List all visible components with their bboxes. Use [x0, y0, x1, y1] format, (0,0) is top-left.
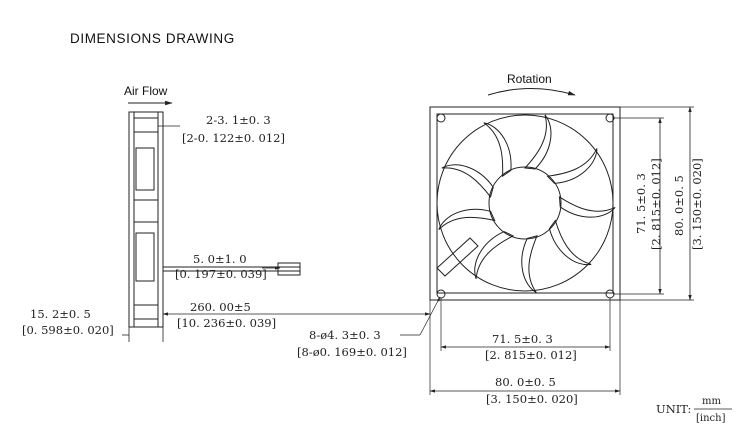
lead-length-inch: [10. 236±0. 039] — [177, 316, 276, 330]
frame-height-mm: 80. 0±0. 5 — [672, 175, 686, 236]
hole-spacing-h-inch: [2. 815±0. 012] — [485, 348, 577, 362]
hole-spacing-v-dim: 71. 5±0. 3 [2. 815±0. 012] — [613, 117, 664, 295]
mount-holes-inch: [8-ø0. 169±0. 012] — [297, 345, 407, 359]
fan-depth-inch: [0. 598±0. 020] — [22, 323, 114, 337]
unit-note: UNIT: mm [inch] — [656, 396, 732, 424]
rotation-indicator: Rotation — [487, 72, 576, 96]
hole-spacing-v-inch: [2. 815±0. 012] — [649, 158, 663, 250]
fan-depth-mm: 15. 2±0. 5 — [30, 307, 91, 321]
fan-depth-dim: 15. 2±0. 5 [0. 598±0. 020] — [22, 307, 164, 342]
drawing-title: DIMENSIONS DRAWING — [70, 31, 235, 46]
hole-spacing-v-mm: 71. 5±0. 3 — [634, 173, 648, 234]
mount-hole — [605, 289, 615, 299]
unit-label: UNIT: — [656, 402, 691, 416]
lead-length-dim: 260. 00±5 [10. 236±0. 039] — [162, 300, 431, 330]
air-flow-label: Air Flow — [124, 84, 168, 98]
rib-thickness-dim: 2-3. 1±0. 3 [2-0. 122±0. 012] — [158, 113, 285, 145]
fan-side-view: Air Flow — [124, 84, 301, 328]
lead-length-mm: 260. 00±5 — [190, 300, 251, 314]
frame-width-inch: [3. 150±0. 020] — [486, 392, 578, 406]
rotation-label: Rotation — [507, 72, 552, 86]
frame-width-mm: 80. 0±0. 5 — [495, 375, 556, 389]
frame-width-dim: 80. 0±0. 5 [3. 150±0. 020] — [429, 300, 621, 406]
unit-mm: mm — [702, 396, 721, 407]
unit-inch: [inch] — [696, 413, 726, 424]
lead-strip-mm: 5. 0±1. 0 — [193, 252, 247, 266]
rib-thickness-inch: [2-0. 122±0. 012] — [182, 131, 285, 145]
hole-spacing-h-mm: 71. 5±0. 3 — [492, 332, 553, 346]
mount-hole — [436, 113, 446, 123]
mount-holes-mm: 8-ø4. 3±0. 3 — [309, 328, 381, 342]
lead-strip-dim: 5. 0±1. 0 [0. 197±0. 039] — [175, 252, 281, 281]
frame-height-inch: [3. 150±0. 020] — [690, 158, 704, 250]
fan-front-view — [429, 106, 621, 301]
frame-height-dim: 80. 0±0. 5 [3. 150±0. 020] — [620, 106, 704, 301]
mount-holes-dim: 8-ø4. 3±0. 3 [8-ø0. 169±0. 012] — [297, 296, 441, 359]
mount-hole — [436, 289, 446, 299]
lead-strip-inch: [0. 197±0. 039] — [175, 267, 267, 281]
hole-spacing-h-dim: 71. 5±0. 3 [2. 815±0. 012] — [440, 298, 611, 362]
rib-thickness-mm: 2-3. 1±0. 3 — [206, 113, 271, 127]
